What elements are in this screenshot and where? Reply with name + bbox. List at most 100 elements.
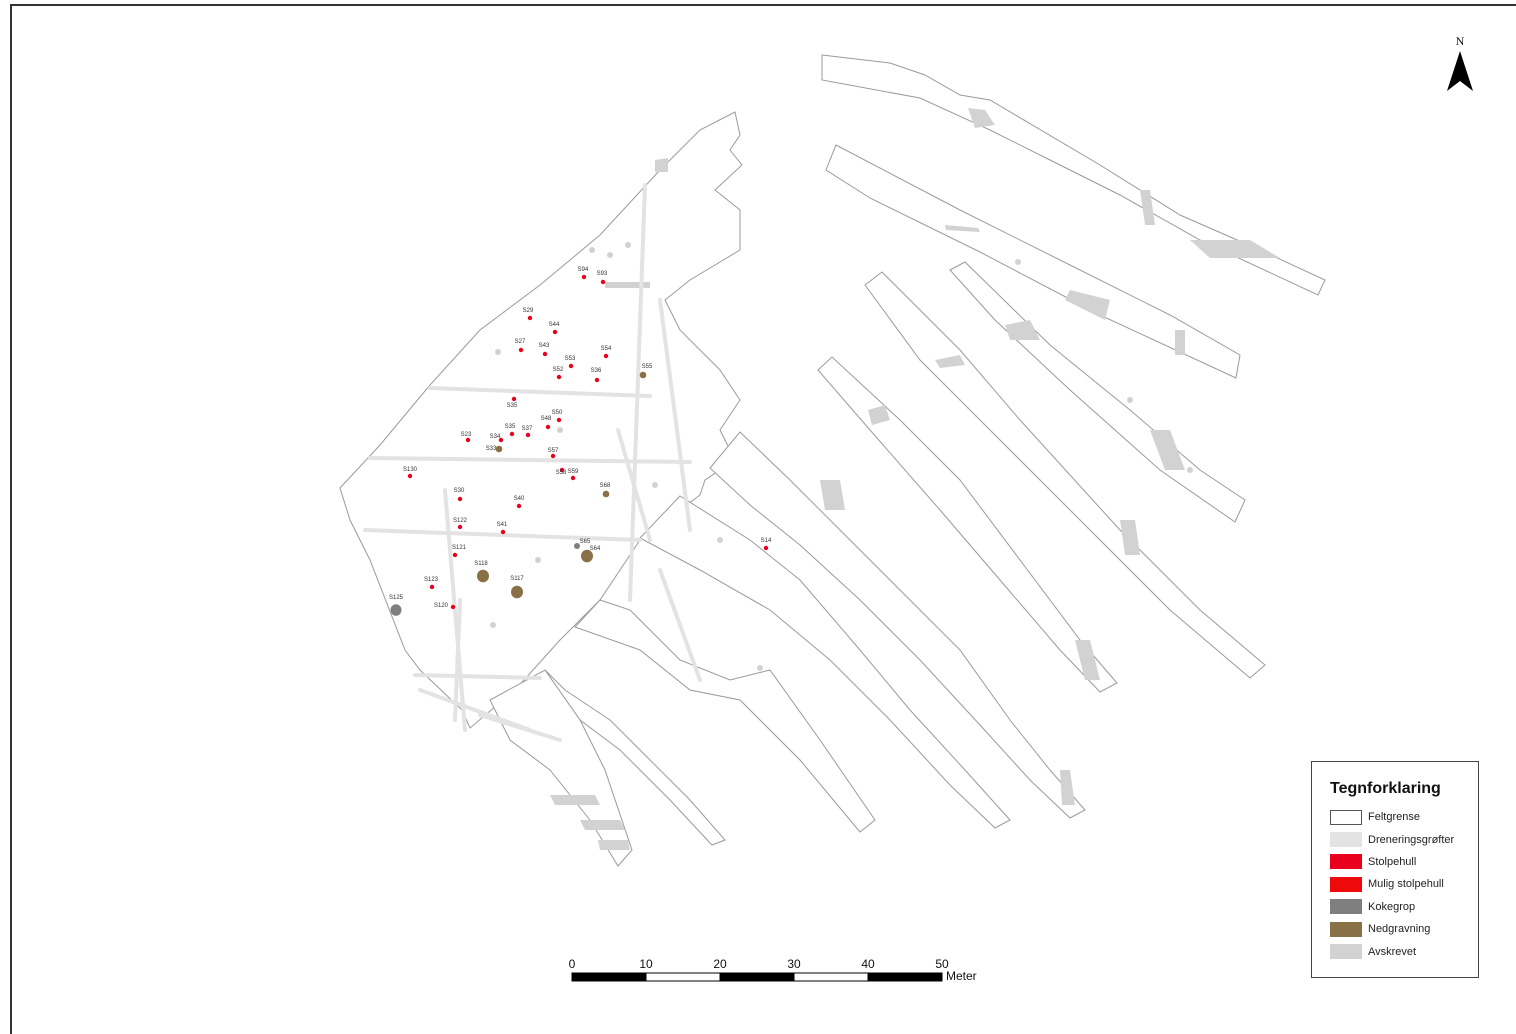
feature-label: S65 <box>580 539 591 545</box>
feature-label: S122 <box>453 518 468 524</box>
feature-stolpehull <box>594 377 600 383</box>
legend-item: Nedgravning <box>1330 918 1478 940</box>
legend-swatch <box>1330 899 1362 915</box>
feature-label: S50 <box>552 410 563 416</box>
feature-stolpehull <box>556 374 562 380</box>
feature-label: S125 <box>389 595 404 601</box>
feature-label: S57 <box>548 448 559 454</box>
feature-stolpehull <box>457 496 463 502</box>
feature-label: S117 <box>510 576 524 582</box>
scale-tick-label: 10 <box>639 957 653 971</box>
scale-tick-label: 30 <box>787 957 801 971</box>
legend-label: Stolpehull <box>1368 855 1417 868</box>
feature-label: S40 <box>514 496 525 502</box>
north-label: N <box>1455 34 1465 48</box>
feature-stolpehull <box>516 503 522 509</box>
legend-label: Avskrevet <box>1368 945 1417 958</box>
feature-label: S54 <box>601 346 612 352</box>
feature-nedgravning <box>639 371 647 379</box>
feature-label: S35 <box>507 403 518 409</box>
feature-label: S48 <box>541 416 552 422</box>
scale-segment <box>719 972 795 982</box>
feature-label: S59 <box>568 469 579 475</box>
feature-label: S23 <box>461 432 472 438</box>
scale-bar-graphic <box>571 972 943 982</box>
feature-label: S27 <box>515 339 526 345</box>
feature-stolpehull <box>545 424 551 430</box>
legend-item: Feltgrense <box>1330 806 1478 828</box>
drainage-ditches <box>363 183 702 742</box>
feature-label: S41 <box>497 522 508 528</box>
legend-item: Stolpehull <box>1330 851 1478 873</box>
feature-label: S130 <box>403 467 418 473</box>
feature-label: S30 <box>454 488 465 494</box>
legend-label: Nedgravning <box>1368 923 1431 936</box>
north-arrow-icon <box>1447 51 1473 91</box>
feature-stolpehull <box>527 315 533 321</box>
legend-item: Dreneringsgrøfter <box>1330 828 1478 850</box>
feature-stolpehull <box>450 604 456 610</box>
feature-stolpehull <box>570 475 576 481</box>
feature-stolpehull <box>518 347 524 353</box>
feature-nedgravning <box>495 445 503 453</box>
scale-segment <box>571 972 647 982</box>
scale-segment <box>793 972 869 982</box>
legend-label: Kokegrop <box>1368 900 1416 913</box>
feature-label: S34 <box>490 434 501 440</box>
legend-swatch <box>1330 809 1362 825</box>
feature-label: S36 <box>591 368 602 374</box>
legend-swatch <box>1330 876 1362 892</box>
feature-stolpehull <box>603 353 609 359</box>
feature-label: S120 <box>434 603 449 609</box>
feature-stolpehull <box>498 437 504 443</box>
feature-nedgravning <box>602 490 610 498</box>
scale-tick-label: 20 <box>713 957 727 971</box>
scale-tick-label: 50 <box>935 957 949 971</box>
legend-item: Mulig stolpehull <box>1330 873 1478 895</box>
feature-label: S68 <box>600 483 611 489</box>
legend-swatch <box>1330 944 1362 960</box>
scale-tick-label: 40 <box>861 957 875 971</box>
feature-label: S44 <box>549 322 560 328</box>
feature-kokegrop <box>390 604 402 616</box>
feature-stolpehull <box>556 417 562 423</box>
feature-label: S53 <box>565 356 576 362</box>
feature-stolpehull <box>429 584 435 590</box>
legend-label: Feltgrense <box>1368 811 1420 824</box>
feature-label: S43 <box>539 343 550 349</box>
feature-stolpehull <box>525 432 531 438</box>
legend-swatch <box>1330 854 1362 870</box>
feature-stolpehull <box>465 437 471 443</box>
feature-stolpehull <box>552 329 558 335</box>
legend-label: Dreneringsgrøfter <box>1368 833 1455 846</box>
legend-title: Tegnforklaring <box>1330 780 1441 797</box>
legend-item: Kokegrop <box>1330 896 1478 918</box>
feature-stolpehull <box>511 396 517 402</box>
north-indicator: N <box>1440 34 1480 98</box>
feature-label: S93 <box>597 271 608 277</box>
avskrevet-patches <box>490 108 1280 850</box>
scale-tick-label: 0 <box>568 957 576 971</box>
feature-stolpehull <box>407 473 413 479</box>
legend-swatch <box>1330 832 1362 848</box>
legend-label: Mulig stolpehull <box>1368 878 1444 891</box>
feature-stolpehull <box>509 431 515 437</box>
feature-label: S33 <box>486 446 497 452</box>
feature-stolpehull <box>542 351 548 357</box>
feature-label: S37 <box>522 426 533 432</box>
feature-nedgravning <box>511 585 523 599</box>
feature-stolpehull <box>457 524 463 530</box>
scale-segment <box>867 972 943 982</box>
feature-label: S123 <box>424 577 439 583</box>
feature-label: S29 <box>523 308 534 314</box>
feature-label: S121 <box>452 545 467 551</box>
feature-stolpehull <box>763 545 769 551</box>
legend-item: Avskrevet <box>1330 940 1478 962</box>
feature-stolpehull <box>452 552 458 558</box>
archaeological-features <box>390 274 769 616</box>
map-frame <box>10 4 1516 1034</box>
